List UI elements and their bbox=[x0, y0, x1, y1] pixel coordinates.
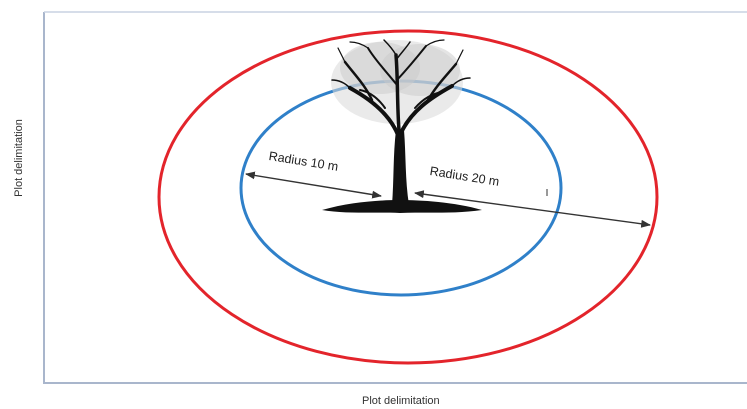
x-axis-label: Plot delimitation bbox=[362, 395, 440, 407]
radius-20-arrow bbox=[414, 190, 651, 228]
y-axis-label: Plot delimitation bbox=[13, 119, 25, 197]
radius-10-arrow bbox=[245, 171, 382, 199]
tree-icon bbox=[322, 39, 482, 213]
plot-border bbox=[43, 12, 747, 384]
outer-circle bbox=[157, 29, 659, 365]
